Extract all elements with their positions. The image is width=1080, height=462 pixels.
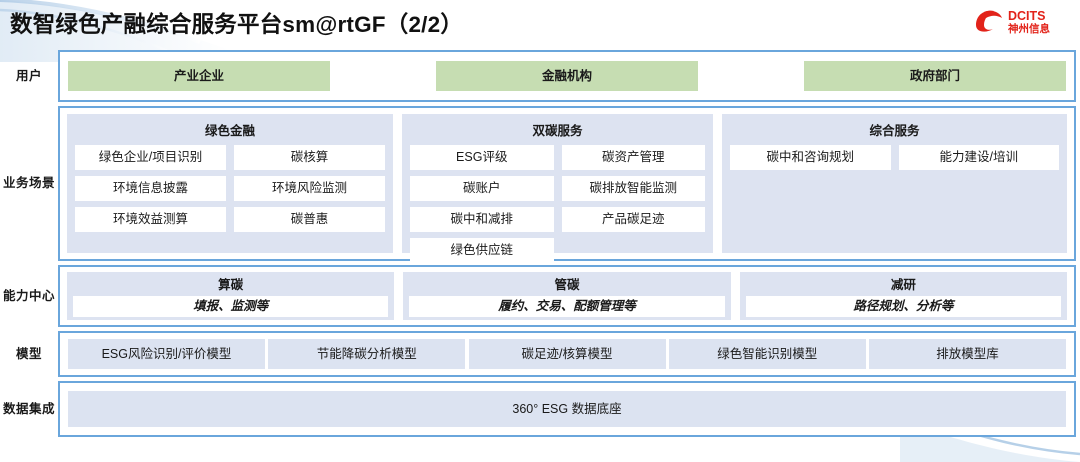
scenario-cell[interactable]: 碳中和咨询规划 <box>730 145 891 170</box>
logo-subtext: 神州信息 <box>1008 22 1050 35</box>
capability-panel-suantan: 算碳 填报、监测等 <box>67 272 395 320</box>
layer-row-data: 数据集成 360° ESG 数据底座 <box>0 381 1080 437</box>
layer-row-model: 模型 ESG风险识别/评价模型 节能降碳分析模型 碳足迹/核算模型 绿色智能识别… <box>0 331 1080 377</box>
panel-title: 绿色金融 <box>204 124 255 138</box>
business-panel-green-finance: 绿色金融 绿色企业/项目识别 碳核算 环境信息披露 环境风险监测 环境效益测算 … <box>67 114 393 253</box>
panel-item-grid: 绿色企业/项目识别 碳核算 环境信息披露 环境风险监测 环境效益测算 碳普惠 <box>75 145 385 232</box>
row-label-capability: 能力中心 <box>2 288 55 303</box>
capability-subtitle[interactable]: 履约、交易、配额管理等 <box>409 295 725 317</box>
row-label-business: 业务场景 <box>2 176 55 190</box>
architecture-diagram: 用户 产业企业 金融机构 政府部门 业务场景 绿色金融 绿色企业/项目识别 碳核… <box>0 50 1080 462</box>
panel-title: 综合服务 <box>869 124 920 138</box>
data-foundation-bar[interactable]: 360° ESG 数据底座 <box>68 391 1066 427</box>
row-container-model: ESG风险识别/评价模型 节能降碳分析模型 碳足迹/核算模型 绿色智能识别模型 … <box>58 331 1076 377</box>
user-chip-strip: 产业企业 金融机构 政府部门 <box>68 61 1066 91</box>
scenario-cell[interactable]: 产品碳足迹 <box>561 207 705 232</box>
scenario-cell[interactable]: 绿色企业/项目识别 <box>75 145 226 170</box>
capability-subtitle[interactable]: 路径规划、分析等 <box>745 295 1061 317</box>
model-chip[interactable]: 绿色智能识别模型 <box>668 339 866 369</box>
scenario-cell[interactable]: 碳普惠 <box>234 207 385 232</box>
model-chip[interactable]: ESG风险识别/评价模型 <box>68 339 265 369</box>
scenario-cell[interactable]: 环境风险监测 <box>234 176 385 201</box>
layer-row-business: 业务场景 绿色金融 绿色企业/项目识别 碳核算 环境信息披露 环境风险监测 环境… <box>0 106 1080 263</box>
row-label-user: 用户 <box>15 68 42 83</box>
scenario-cell[interactable]: 碳中和减排 <box>410 207 554 232</box>
scenario-cell[interactable]: 碳账户 <box>410 176 554 201</box>
scenario-cell[interactable]: ESG评级 <box>410 145 554 170</box>
row-container-user: 产业企业 金融机构 政府部门 <box>58 50 1076 102</box>
row-label-model: 模型 <box>15 346 42 361</box>
panel-title: 双碳服务 <box>532 124 583 138</box>
capability-subtitle[interactable]: 填报、监测等 <box>73 295 389 317</box>
row-container-capability: 算碳 填报、监测等 管碳 履约、交易、配额管理等 减研 路径规划、分析等 <box>58 265 1076 327</box>
scenario-cell[interactable]: 绿色供应链 <box>410 238 554 263</box>
page-header: 数智绿色产融综合服务平台sm@rtGF（2/2） DCITS 神州信息 <box>0 0 1080 48</box>
scenario-cell[interactable]: 碳核算 <box>234 145 385 170</box>
scenario-cell[interactable]: 碳资产管理 <box>561 145 705 170</box>
scenario-cell[interactable]: 能力建设/培训 <box>898 145 1059 170</box>
row-container-business: 绿色金融 绿色企业/项目识别 碳核算 环境信息披露 环境风险监测 环境效益测算 … <box>58 106 1076 263</box>
capability-panel-jianyan: 减研 路径规划、分析等 <box>739 272 1067 320</box>
panel-item-grid: ESG评级 碳资产管理 碳账户 碳排放智能监测 碳中和减排 产品碳足迹 绿色供应… <box>410 145 705 263</box>
row-container-data: 360° ESG 数据底座 <box>58 381 1076 437</box>
business-panel-strip: 绿色金融 绿色企业/项目识别 碳核算 环境信息披露 环境风险监测 环境效益测算 … <box>67 114 1067 263</box>
panel-item-grid: 碳中和咨询规划 能力建设/培训 <box>730 145 1059 170</box>
layer-row-capability: 能力中心 算碳 填报、监测等 管碳 履约、交易、配额管理等 减研 路径规划、分析… <box>0 265 1080 327</box>
capability-panel-guantan: 管碳 履约、交易、配额管理等 <box>403 272 731 320</box>
scenario-cell[interactable]: 环境信息披露 <box>75 176 226 201</box>
scenario-cell[interactable]: 环境效益测算 <box>75 207 226 232</box>
business-panel-dual-carbon: 双碳服务 ESG评级 碳资产管理 碳账户 碳排放智能监测 碳中和减排 产品碳足迹… <box>402 114 713 263</box>
row-label-data: 数据集成 <box>2 401 55 416</box>
page-title: 数智绿色产融综合服务平台sm@rtGF（2/2） <box>10 12 464 37</box>
dcits-logo: DCITS 神州信息 <box>972 6 1068 36</box>
user-chip[interactable]: 产业企业 <box>68 61 330 91</box>
model-chip-strip: ESG风险识别/评价模型 节能降碳分析模型 碳足迹/核算模型 绿色智能识别模型 … <box>68 339 1066 369</box>
scenario-cell[interactable]: 碳排放智能监测 <box>561 176 705 201</box>
logo-wordmark: DCITS <box>1008 9 1046 23</box>
model-chip[interactable]: 碳足迹/核算模型 <box>468 339 666 369</box>
model-chip[interactable]: 排放模型库 <box>869 339 1066 369</box>
capability-title: 管碳 <box>554 277 580 292</box>
capability-title: 算碳 <box>218 277 244 292</box>
capability-title: 减研 <box>890 277 916 292</box>
business-panel-integrated-service: 综合服务 碳中和咨询规划 能力建设/培训 <box>722 114 1067 253</box>
user-chip[interactable]: 金融机构 <box>436 61 698 91</box>
layer-row-user: 用户 产业企业 金融机构 政府部门 <box>0 50 1080 102</box>
model-chip[interactable]: 节能降碳分析模型 <box>268 339 466 369</box>
user-chip[interactable]: 政府部门 <box>804 61 1066 91</box>
capability-panel-strip: 算碳 填报、监测等 管碳 履约、交易、配额管理等 减研 路径规划、分析等 <box>67 272 1067 320</box>
